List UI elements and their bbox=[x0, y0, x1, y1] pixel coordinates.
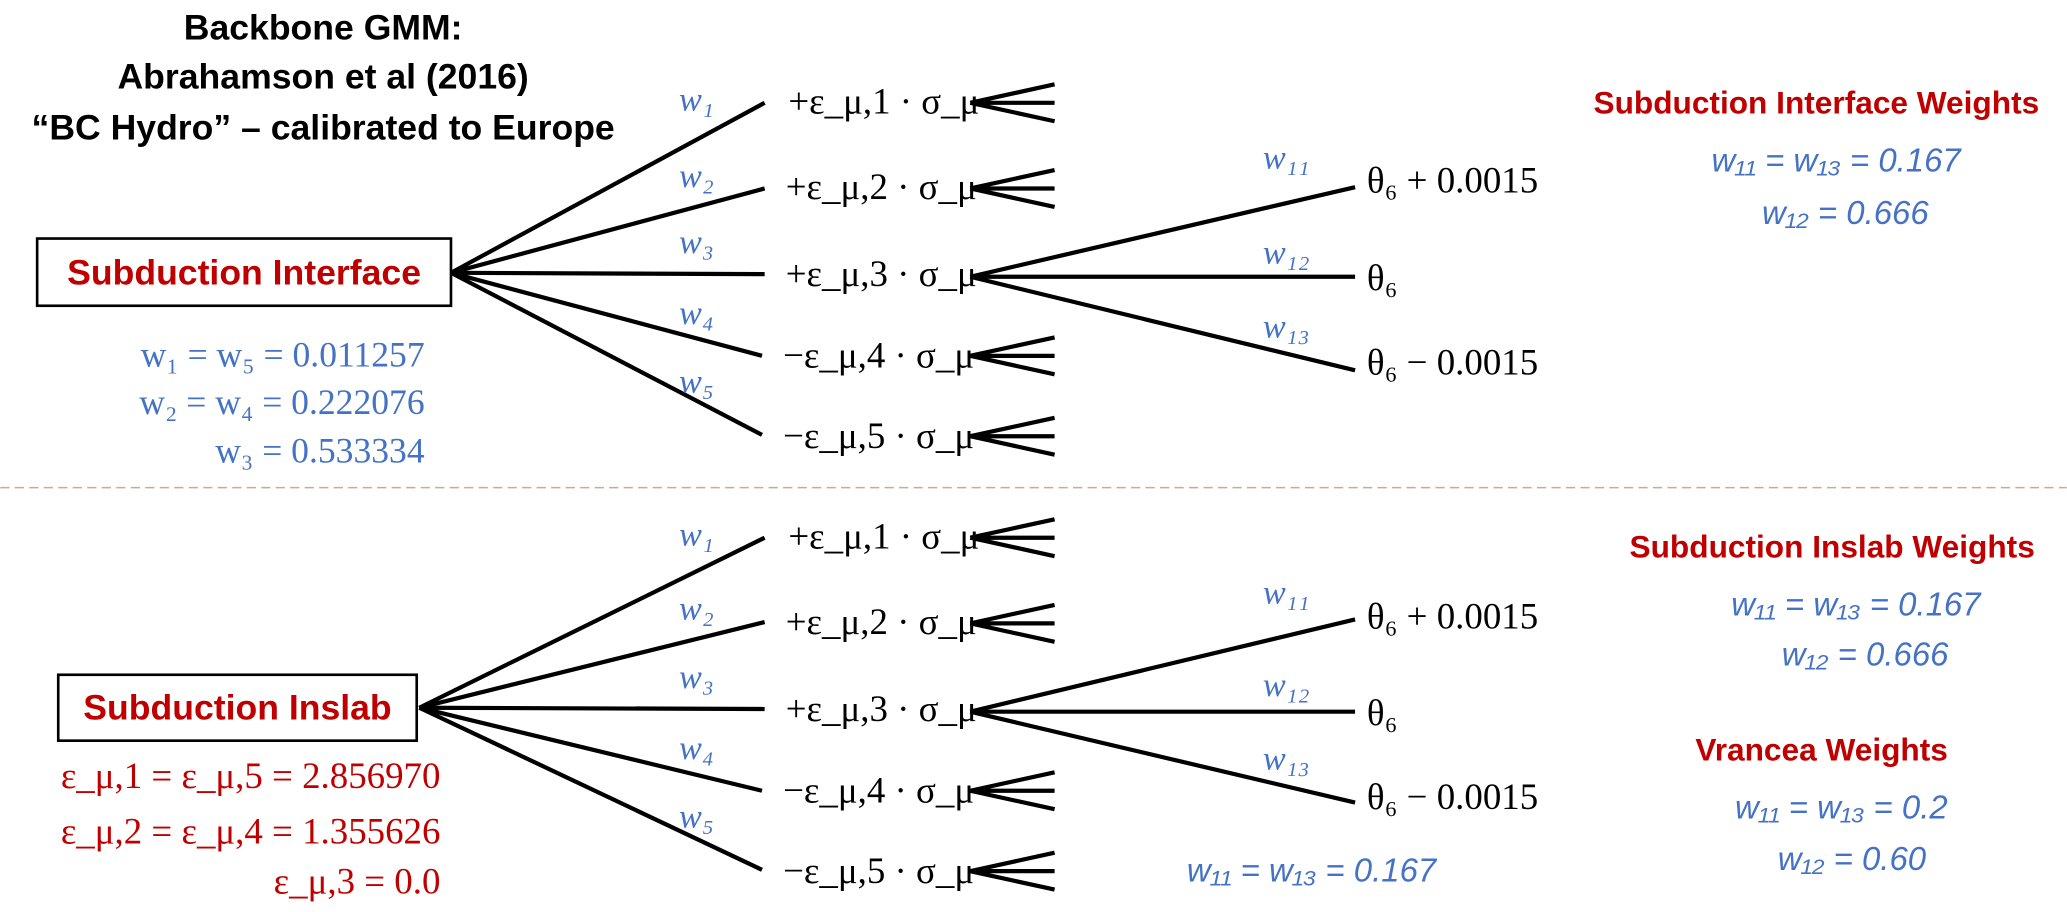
interface-sub-node[interactable]: θ₆ + 0.0015 bbox=[1367, 159, 1538, 200]
title-block: Backbone GMM: Abrahamson et al (2016) “B… bbox=[32, 8, 615, 148]
inslab-epsilon-line: ε_μ,1 = ε_μ,5 = 2.856970 bbox=[61, 755, 441, 796]
collapsed-subtree-icon[interactable] bbox=[969, 167, 1056, 209]
interface-weights-panel: Subduction Interface Weights w₁₁ = w₁₃ =… bbox=[1593, 84, 2039, 231]
inslab-weights-line: w₁₂ = 0.666 bbox=[1782, 636, 1949, 673]
interface-box[interactable] bbox=[35, 237, 453, 308]
inslab-branch-weight: w₁ bbox=[679, 516, 714, 554]
inslab-branch-node[interactable]: −ε_μ,4 · σ_μ bbox=[783, 770, 974, 811]
interface-branch-3 bbox=[450, 270, 765, 277]
inslab-branch-weight: w₂ bbox=[679, 589, 714, 627]
inslab-tree: Subduction Inslab ε_μ,1 = ε_μ,5 = 2.8569… bbox=[56, 515, 2035, 902]
interface-sub-branch-13 bbox=[969, 274, 1356, 373]
interface-weights-line: w₁₁ = w₁₃ = 0.167 bbox=[1711, 141, 1962, 178]
vrancea-weights-panel: Vrancea Weights w₁₁ = w₁₃ = 0.2 w₁₂ = 0.… bbox=[1695, 731, 1948, 876]
collapsed-subtree-icon[interactable] bbox=[969, 415, 1056, 457]
interface-weight-line: w₁ = w₅ = 0.011257 bbox=[141, 334, 425, 374]
collapsed-subtree-icon[interactable] bbox=[969, 850, 1056, 892]
interface-branch-weight: w₄ bbox=[679, 294, 714, 332]
interface-weight-line: w₂ = w₄ = 0.222076 bbox=[139, 382, 424, 422]
inslab-sub-node[interactable]: θ₆ − 0.0015 bbox=[1367, 776, 1538, 817]
inslab-epsilon-list: ε_μ,1 = ε_μ,5 = 2.856970 ε_μ,2 = ε_μ,4 =… bbox=[61, 755, 441, 901]
title-line-2: Abrahamson et al (2016) bbox=[118, 56, 529, 96]
interface-sub-node[interactable]: θ₆ − 0.0015 bbox=[1367, 341, 1538, 382]
inslab-branch-node[interactable]: +ε_μ,1 · σ_μ bbox=[788, 515, 979, 556]
inslab-sub-node[interactable]: θ₆ bbox=[1367, 692, 1398, 733]
inslab-bottom-weights-note: w₁₁ = w₁₃ = 0.167 bbox=[1187, 852, 1438, 889]
inslab-sub-weight: w₁₂ bbox=[1263, 666, 1310, 704]
interface-weights-heading: Subduction Interface Weights bbox=[1593, 84, 2039, 120]
inslab-branch-node[interactable]: +ε_μ,2 · σ_μ bbox=[786, 601, 977, 642]
collapsed-subtree-icon[interactable] bbox=[969, 770, 1056, 812]
interface-branch-node[interactable]: +ε_μ,2 · σ_μ bbox=[786, 166, 977, 207]
interface-weights-list: w₁ = w₅ = 0.011257 w₂ = w₄ = 0.222076 w₃… bbox=[139, 334, 425, 470]
interface-branch-weight: w₃ bbox=[679, 223, 714, 261]
vrancea-weights-line: w₁₂ = 0.60 bbox=[1778, 840, 1927, 877]
collapsed-subtree-icon[interactable] bbox=[969, 517, 1056, 559]
title-line-3: “BC Hydro” – calibrated to Europe bbox=[32, 108, 615, 148]
inslab-sub-node[interactable]: θ₆ + 0.0015 bbox=[1367, 596, 1538, 637]
inslab-branch-5 bbox=[418, 705, 763, 872]
interface-sub-branch-11 bbox=[969, 185, 1356, 279]
inslab-branch-weight: w₃ bbox=[679, 658, 714, 696]
interface-tree: Subduction Interface w₁ = w₅ = 0.011257 … bbox=[35, 80, 2039, 471]
inslab-epsilon-line: ε_μ,3 = 0.0 bbox=[274, 861, 441, 902]
inslab-sub-weight: w₁₁ bbox=[1263, 574, 1310, 612]
inslab-box[interactable] bbox=[56, 673, 419, 742]
interface-branch-2 bbox=[450, 186, 766, 275]
inslab-branch-node[interactable]: +ε_μ,3 · σ_μ bbox=[786, 688, 977, 729]
inslab-branch-weight: w₄ bbox=[679, 729, 714, 767]
inslab-weights-heading: Subduction Inslab Weights bbox=[1630, 528, 2035, 564]
inslab-sub-weight: w₁₃ bbox=[1263, 740, 1310, 778]
interface-sub-node[interactable]: θ₆ bbox=[1367, 257, 1398, 298]
inslab-box-label: Subduction Inslab bbox=[83, 688, 391, 728]
title-line-1: Backbone GMM: bbox=[184, 8, 463, 48]
interface-branch-1 bbox=[449, 100, 766, 275]
vrancea-weights-line: w₁₁ = w₁₃ = 0.2 bbox=[1735, 788, 1948, 825]
interface-branch-node[interactable]: +ε_μ,1 · σ_μ bbox=[788, 80, 979, 121]
interface-branch-weight: w₁ bbox=[679, 81, 714, 119]
inslab-branch-3 bbox=[419, 705, 765, 712]
inslab-weights-panel: Subduction Inslab Weights w₁₁ = w₁₃ = 0.… bbox=[1630, 528, 2035, 672]
inslab-branch-4 bbox=[418, 705, 763, 793]
inslab-branch-node[interactable]: −ε_μ,5 · σ_μ bbox=[783, 850, 974, 891]
collapsed-subtree-icon[interactable] bbox=[969, 82, 1056, 124]
interface-branch-node[interactable]: −ε_μ,5 · σ_μ bbox=[783, 415, 974, 456]
interface-branch-4 bbox=[450, 270, 763, 358]
interface-branch-node[interactable]: −ε_μ,4 · σ_μ bbox=[783, 335, 974, 376]
interface-branch-5 bbox=[450, 270, 763, 437]
interface-weights-line: w₁₂ = 0.666 bbox=[1762, 194, 1929, 231]
inslab-sub-branch-11 bbox=[969, 617, 1356, 714]
inslab-weights-line: w₁₁ = w₁₃ = 0.167 bbox=[1731, 585, 1982, 622]
interface-weight-line: w₃ = 0.533334 bbox=[215, 431, 425, 471]
inslab-epsilon-line: ε_μ,2 = ε_μ,4 = 1.355626 bbox=[61, 810, 441, 851]
collapsed-subtree-icon[interactable] bbox=[969, 602, 1056, 644]
inslab-branch-weight: w₅ bbox=[679, 798, 714, 836]
interface-branch-weight: w₅ bbox=[679, 363, 714, 401]
interface-branch-weight: w₂ bbox=[679, 157, 714, 195]
inslab-branch-1 bbox=[418, 535, 766, 710]
interface-sub-weight: w₁₂ bbox=[1263, 234, 1310, 272]
inslab-sub-branch-13 bbox=[969, 709, 1356, 805]
interface-sub-weight: w₁₁ bbox=[1263, 139, 1310, 177]
interface-box-label: Subduction Interface bbox=[67, 253, 421, 293]
vrancea-weights-heading: Vrancea Weights bbox=[1695, 731, 1948, 767]
interface-branch-node[interactable]: +ε_μ,3 · σ_μ bbox=[786, 253, 977, 294]
interface-sub-weight: w₁₃ bbox=[1263, 307, 1310, 345]
collapsed-subtree-icon[interactable] bbox=[969, 335, 1056, 377]
inslab-branch-2 bbox=[418, 620, 766, 710]
